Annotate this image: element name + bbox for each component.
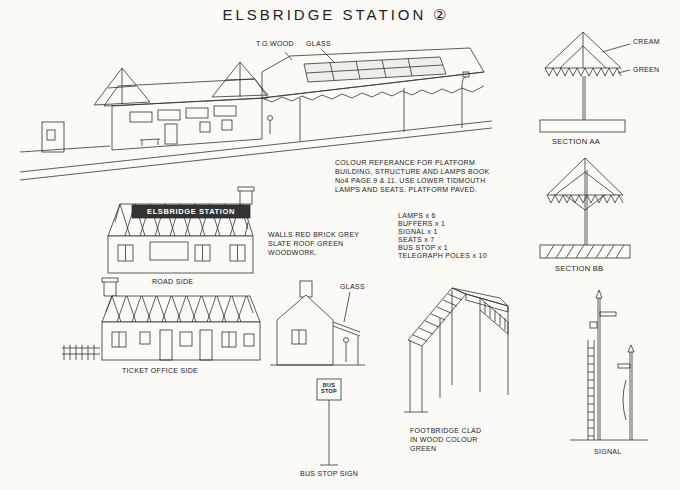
parts-list-item: SIGNAL x 1 — [398, 228, 438, 237]
footbridge-note: FOOTBRIDGE CLAD IN WOOD COLOUR GREEN — [410, 426, 488, 453]
colour-reference-note: COLOUR REFERANCE FOR PLATFORM BUILDING, … — [335, 158, 503, 194]
materials-note: WALLS RED BRICK GREY SLATE ROOF GREEN WO… — [268, 230, 360, 257]
view-label: SIGNAL — [594, 448, 621, 457]
material-note: GLASS — [340, 283, 365, 292]
colour-note: GREEN — [633, 66, 659, 75]
ticket-office-elevation — [62, 278, 260, 360]
footbridge — [404, 288, 508, 412]
bus-stop-plate: BUS STOP — [317, 382, 341, 394]
parts-list-item: BUS STOP x 1 — [398, 244, 448, 253]
station-nameboard: ELSBRIDGE STATION — [132, 207, 250, 216]
bus-stop-sign — [317, 379, 341, 465]
signal — [570, 290, 648, 440]
parts-list-item: BUFFERS x 1 — [398, 220, 445, 229]
view-label: ROAD SIDE — [152, 278, 193, 287]
material-note: T.G.WOOD — [256, 40, 294, 49]
section-bb — [540, 158, 630, 258]
section-label: SECTION BB — [555, 264, 603, 273]
view-label: TICKET OFFICE SIDE — [122, 367, 198, 376]
section-label: SECTION AA — [552, 137, 600, 146]
sheet-title: ELSBRIDGE STATION ② — [0, 6, 676, 24]
colour-note: CREAM — [633, 38, 660, 47]
section-aa — [540, 32, 630, 132]
view-label: BUS STOP SIGN — [300, 470, 358, 479]
end-elevation — [270, 281, 365, 365]
road-side-elevation — [108, 187, 254, 273]
parts-list-item: TELEGRAPH POLES x 10 — [398, 252, 487, 261]
material-note: GLASS — [306, 40, 331, 49]
parts-list-item: LAMPS x 6 — [398, 212, 436, 221]
parts-list-item: SEATS x 7 — [398, 236, 434, 245]
